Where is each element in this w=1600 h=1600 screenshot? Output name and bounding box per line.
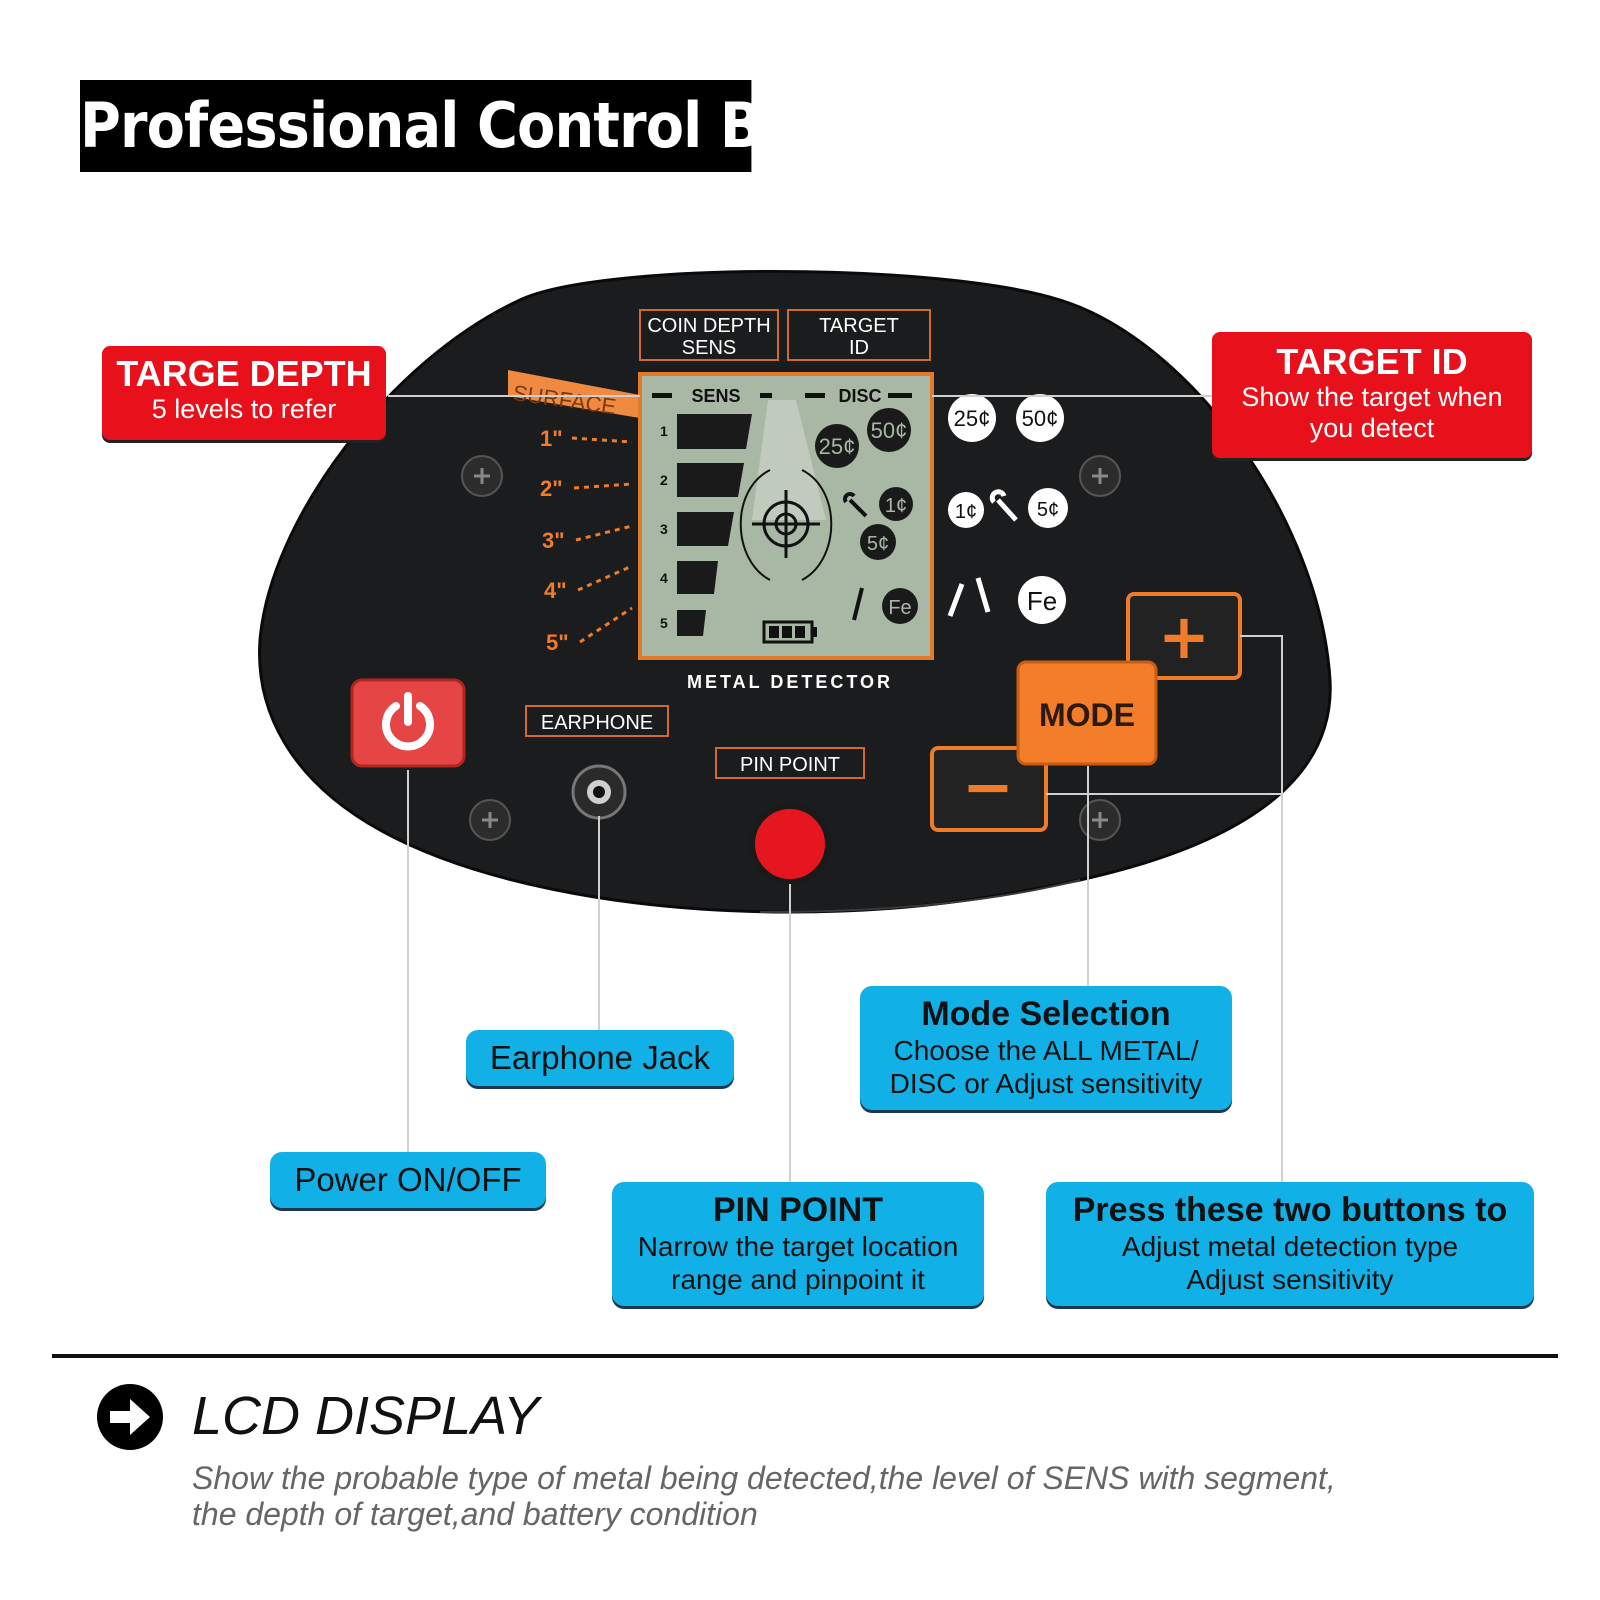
lcd-sens-label: SENS — [691, 386, 740, 406]
pin-point-text-1: Narrow the target location — [637, 1231, 959, 1262]
lcd-nail-icon — [852, 587, 864, 621]
page-title: Professional Control Box — [80, 80, 835, 172]
minus-button[interactable] — [930, 746, 1048, 832]
earphone-jack-callout: Earphone Jack — [466, 1030, 734, 1086]
power-callout: Power ON/OFF — [270, 1152, 546, 1208]
lcd-coin-5: 5¢ — [867, 533, 889, 555]
target-depth-title: TARGE DEPTH — [116, 353, 372, 394]
target-label: TARGET — [819, 315, 899, 337]
sens-bar-3 — [677, 512, 734, 546]
sens-bar-2 — [677, 463, 744, 497]
section-divider — [52, 1354, 1558, 1358]
pin-point-callout: PIN POINT Narrow the target location ran… — [612, 1182, 984, 1306]
target-id-text-2: you detect — [1309, 413, 1435, 443]
lcd-display-title: LCD DISPLAY — [192, 1386, 540, 1446]
side-coin-50: 50¢ — [1022, 406, 1059, 431]
pin-point-text-2: range and pinpoint it — [671, 1264, 925, 1295]
two-buttons-text-1: Adjust metal detection type — [1121, 1231, 1459, 1262]
lcd-coin-25: 25¢ — [819, 434, 856, 459]
target-crosshair-icon — [752, 490, 820, 558]
lcd-pulltab-icon — [843, 492, 868, 518]
lcd-level-1: 1 — [660, 423, 668, 439]
sens-bar-5 — [677, 610, 706, 636]
mode-selection-callout: Mode Selection Choose the ALL METAL/ DIS… — [860, 986, 1232, 1110]
mode-button[interactable] — [1016, 660, 1158, 766]
two-buttons-text-2: Adjust sensitivity — [1186, 1264, 1394, 1295]
lcd-level-5: 5 — [660, 615, 668, 631]
side-coin-fe: Fe — [1027, 586, 1057, 616]
plus-label: + — [1158, 600, 1210, 673]
mode-selection-text-2: DISC or Adjust sensitivity — [889, 1068, 1203, 1099]
lcd-display-description: Show the probable type of metal being de… — [192, 1460, 1542, 1532]
lcd-disc-label: DISC — [838, 386, 881, 406]
target-id-title: TARGET ID — [1276, 341, 1468, 382]
lcd-desc-line-1: Show the probable type of metal being de… — [192, 1460, 1336, 1496]
power-text: Power ON/OFF — [294, 1161, 522, 1198]
target-id-callout: TARGET ID Show the target when you detec… — [1212, 332, 1532, 458]
depth-mark-3: 3" — [542, 528, 565, 553]
lcd-desc-line-2: the depth of target,and battery conditio… — [192, 1496, 758, 1532]
pin-point-label: PIN POINT — [740, 754, 840, 776]
sens-label: SENS — [682, 337, 736, 359]
mode-selection-title: Mode Selection — [921, 995, 1171, 1033]
arrow-right-icon — [97, 1384, 163, 1450]
coin-depth-label: COIN DEPTH — [647, 315, 770, 337]
side-pulltab-icon — [989, 489, 1018, 522]
side-nail-icon — [947, 577, 991, 617]
mode-selection-text-1: Choose the ALL METAL/ — [893, 1035, 1199, 1066]
lcd-coin-1: 1¢ — [885, 495, 907, 517]
brand-label: METAL DETECTOR — [687, 672, 893, 692]
depth-mark-4: 4" — [544, 578, 567, 603]
two-buttons-callout: Press these two buttons to Adjust metal … — [1046, 1182, 1534, 1306]
side-coin-1: 1¢ — [955, 501, 977, 523]
depth-mark-2: 2" — [540, 476, 563, 501]
side-coin-25: 25¢ — [954, 406, 991, 431]
earphone-jack-icon — [571, 764, 627, 820]
side-coin-5: 5¢ — [1037, 499, 1059, 521]
sens-bar-1 — [677, 414, 752, 449]
target-depth-callout: TARGE DEPTH 5 levels to refer — [102, 346, 386, 440]
depth-mark-5: 5" — [546, 630, 569, 655]
lcd-level-4: 4 — [660, 570, 668, 586]
lcd-level-2: 2 — [660, 472, 668, 488]
power-icon — [382, 692, 434, 751]
two-buttons-title: Press these two buttons to — [1072, 1191, 1508, 1229]
target-depth-text: 5 levels to refer — [151, 394, 337, 424]
mode-label: MODE — [1039, 697, 1135, 733]
id-label: ID — [849, 337, 869, 359]
earphone-label: EARPHONE — [541, 712, 653, 734]
lcd-level-3: 3 — [660, 521, 668, 537]
minus-label: − — [962, 750, 1014, 823]
target-id-text-1: Show the target when — [1241, 382, 1503, 412]
pin-point-title: PIN POINT — [712, 1191, 884, 1229]
sens-bar-4 — [677, 561, 718, 594]
lcd-coin-50: 50¢ — [871, 418, 908, 443]
pin-point-button[interactable] — [749, 803, 831, 885]
earphone-jack-text: Earphone Jack — [489, 1039, 711, 1076]
depth-mark-1: 1" — [540, 426, 563, 451]
battery-icon — [762, 620, 817, 644]
lcd-coin-fe: Fe — [888, 597, 911, 619]
